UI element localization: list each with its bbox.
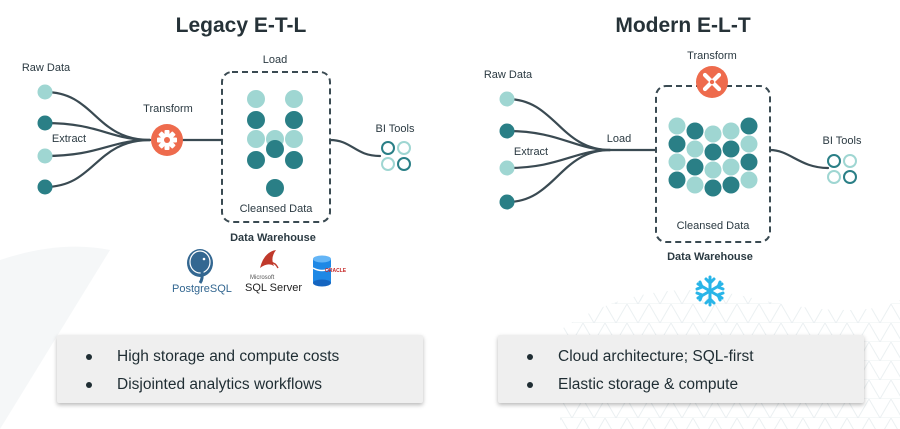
modern-flow-lines (505, 97, 830, 204)
legacy-bi-tools-label: BI Tools (375, 123, 415, 135)
modern-load-label: Load (606, 133, 632, 145)
modern-bullet: Elastic storage & compute (498, 371, 864, 399)
dbt-icon (696, 66, 728, 98)
legacy-bullet: High storage and compute costs (57, 343, 423, 371)
modern-bullet: Cloud architecture; SQL-first (498, 343, 864, 371)
legacy-bi-nodes (381, 141, 411, 171)
bullet-text: Disjointed analytics workflows (117, 376, 323, 393)
modern-warehouse-nodes (668, 117, 758, 197)
snowflake-icon (695, 275, 725, 307)
modern-extract-label: Extract (513, 146, 549, 158)
oracle-logo-text: ORACLE (325, 268, 347, 274)
legacy-transform-label: Transform (143, 103, 193, 115)
modern-transform-label: Transform (687, 50, 737, 62)
legacy-raw-data-label: Raw Data (21, 62, 71, 74)
bullet-dot (86, 354, 92, 360)
postgresql-icon (187, 249, 213, 284)
legacy-warehouse-box (221, 71, 331, 223)
legacy-cleansed-label: Cleansed Data (239, 203, 313, 215)
oracle-icon (312, 255, 332, 287)
modern-title: Modern E-L-T (615, 14, 751, 37)
bullet-dot (527, 382, 533, 388)
postgresql-logo-text: PostgreSQL (172, 283, 232, 295)
legacy-title: Legacy E-T-L (175, 14, 307, 37)
bullet-dot (86, 382, 92, 388)
raw-node (37, 84, 53, 100)
bullet-text: Elastic storage & compute (558, 376, 739, 393)
modern-raw-data-label: Raw Data (483, 69, 533, 81)
modern-bullets-card: Cloud architecture; SQL-first Elastic st… (498, 335, 864, 403)
bullet-text: High storage and compute costs (117, 348, 340, 365)
legacy-bullet: Disjointed analytics workflows (57, 371, 423, 399)
sqlserver-small-text: Microsoft (250, 275, 275, 281)
bullet-dot (527, 354, 533, 360)
modern-bi-nodes (827, 154, 857, 184)
legacy-bullets-card: High storage and compute costs Disjointe… (57, 335, 423, 403)
legacy-warehouse-nodes (247, 90, 303, 197)
modern-bi-tools-label: BI Tools (822, 135, 862, 147)
legacy-extract-label: Extract (51, 133, 87, 145)
sqlserver-logo-text: SQL Server (245, 282, 303, 294)
legacy-flow-lines (43, 90, 382, 189)
modern-warehouse-label: Data Warehouse (667, 251, 753, 263)
sqlserver-icon (260, 250, 279, 269)
legacy-raw-nodes (37, 84, 53, 195)
bullet-text: Cloud architecture; SQL-first (558, 348, 754, 365)
raw-node (37, 148, 53, 164)
gear-icon (151, 124, 183, 156)
raw-node (37, 179, 53, 195)
modern-cleansed-label: Cleansed Data (676, 220, 750, 232)
modern-raw-nodes (499, 91, 515, 210)
raw-node (37, 115, 53, 131)
legacy-load-label: Load (262, 54, 288, 66)
legacy-warehouse-label: Data Warehouse (230, 232, 316, 244)
